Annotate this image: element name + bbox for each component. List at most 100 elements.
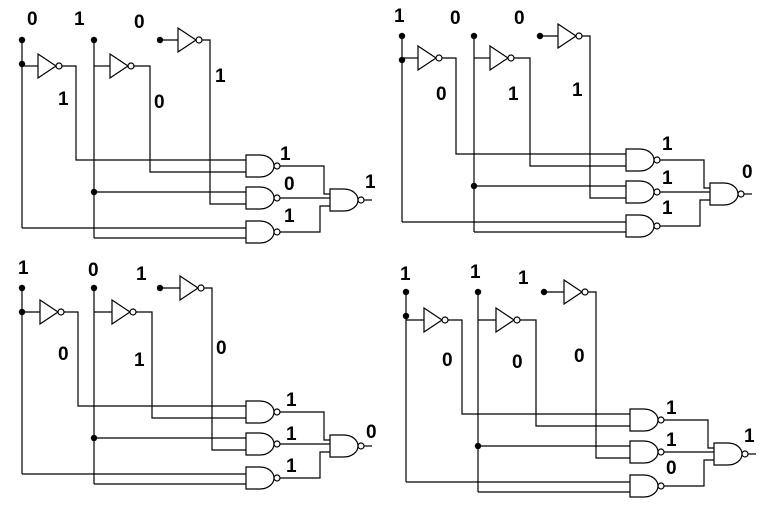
nand-gate-bubble: [657, 416, 665, 424]
input-value-label: 1: [400, 264, 411, 285]
junction-dot: [470, 32, 478, 40]
final-output-label: 1: [365, 172, 376, 193]
nand-output-label: 1: [666, 430, 677, 451]
wire: [664, 459, 714, 487]
not-gate-bubble: [507, 54, 515, 62]
final-output-label: 1: [744, 426, 755, 447]
inverter-output-label: 0: [442, 350, 453, 371]
nand-gate: [629, 474, 659, 498]
junction-dot: [402, 312, 410, 320]
final-output-label: 0: [366, 422, 377, 443]
input-value-label: 1: [518, 268, 529, 289]
wire: [660, 199, 710, 227]
inverter-output-label: 1: [508, 84, 519, 105]
wire: [582, 35, 626, 199]
inverter-output-label: 0: [154, 92, 165, 113]
not-gate-bubble: [575, 32, 583, 40]
wire: [520, 319, 630, 427]
nand-gate: [625, 180, 655, 204]
junction-dot: [18, 284, 26, 292]
not-gate-bubble: [441, 316, 449, 324]
nand-output-label: 1: [662, 168, 673, 189]
nand-output-label: 1: [280, 144, 291, 165]
inverter-output-label: 0: [436, 84, 447, 105]
nand-gate: [245, 154, 275, 178]
nand-gate: [245, 400, 275, 424]
wire: [660, 159, 710, 189]
wire: [514, 57, 626, 167]
wire: [280, 205, 330, 233]
nand-output-label: 1: [286, 456, 297, 477]
nand-gate: [713, 442, 743, 466]
nand-gate-bubble: [741, 450, 749, 458]
not-gate: [39, 298, 60, 326]
wire: [280, 451, 330, 479]
inverter-output-label: 0: [58, 344, 69, 365]
nand-gate-bubble: [657, 448, 665, 456]
input-value-label: 0: [27, 9, 38, 30]
input-value-label: 1: [136, 264, 147, 285]
junction-dot: [90, 36, 98, 44]
inverter-output-label: 1: [134, 350, 145, 371]
not-gate-bubble: [129, 308, 137, 316]
nand-gate-bubble: [273, 228, 281, 236]
wire: [280, 411, 330, 441]
not-gate-bubble: [195, 36, 203, 44]
nand-gate-bubble: [273, 194, 281, 202]
nand-gate-bubble: [653, 222, 661, 230]
nand-output-label: 1: [662, 134, 673, 155]
nand-gate: [245, 466, 275, 490]
nand-gate-bubble: [737, 190, 745, 198]
nand-output-label: 0: [284, 174, 295, 195]
not-gate: [109, 52, 130, 80]
not-gate-bubble: [435, 54, 443, 62]
nand-output-label: 1: [286, 390, 297, 411]
not-gate-bubble: [513, 316, 521, 324]
not-gate-bubble: [57, 308, 65, 316]
input-value-label: 1: [74, 9, 85, 30]
junction-dot: [474, 288, 482, 296]
input-value-label: 1: [394, 6, 405, 27]
wire: [64, 311, 246, 407]
nand-gate-bubble: [273, 474, 281, 482]
wire: [448, 319, 630, 415]
nand-output-label: 0: [666, 458, 677, 479]
final-output-label: 0: [742, 162, 753, 183]
nand-gate: [709, 182, 739, 206]
not-gate: [179, 274, 200, 302]
not-gate-bubble: [197, 284, 205, 292]
wire: [134, 65, 246, 173]
input-value-label: 0: [514, 8, 525, 29]
nand-gate: [329, 188, 359, 212]
not-gate: [495, 306, 516, 334]
nand-gate: [245, 220, 275, 244]
wire: [664, 419, 714, 449]
nand-gate-bubble: [273, 440, 281, 448]
not-gate: [177, 26, 198, 54]
nand-gate: [329, 434, 359, 458]
not-gate: [489, 44, 510, 72]
input-value-label: 0: [134, 12, 145, 33]
nand-gate-bubble: [273, 408, 281, 416]
nand-gate: [625, 214, 655, 238]
not-gate: [557, 22, 578, 50]
wire: [202, 39, 246, 205]
inverter-output-label: 1: [215, 66, 226, 87]
not-gate: [423, 306, 444, 334]
wire: [204, 287, 246, 451]
nand-gate: [629, 408, 659, 432]
input-value-label: 0: [88, 260, 99, 281]
nand-output-label: 1: [662, 198, 673, 219]
not-gate: [417, 44, 438, 72]
nand-gate-bubble: [357, 196, 365, 204]
input-value-label: 1: [470, 262, 481, 283]
wire: [136, 311, 246, 419]
wire: [588, 291, 630, 459]
inverter-output-label: 0: [512, 352, 523, 373]
input-value-label: 0: [450, 8, 461, 29]
junction-dot: [398, 32, 406, 40]
nand-gate-bubble: [653, 188, 661, 196]
input-value-label: 1: [18, 258, 29, 279]
